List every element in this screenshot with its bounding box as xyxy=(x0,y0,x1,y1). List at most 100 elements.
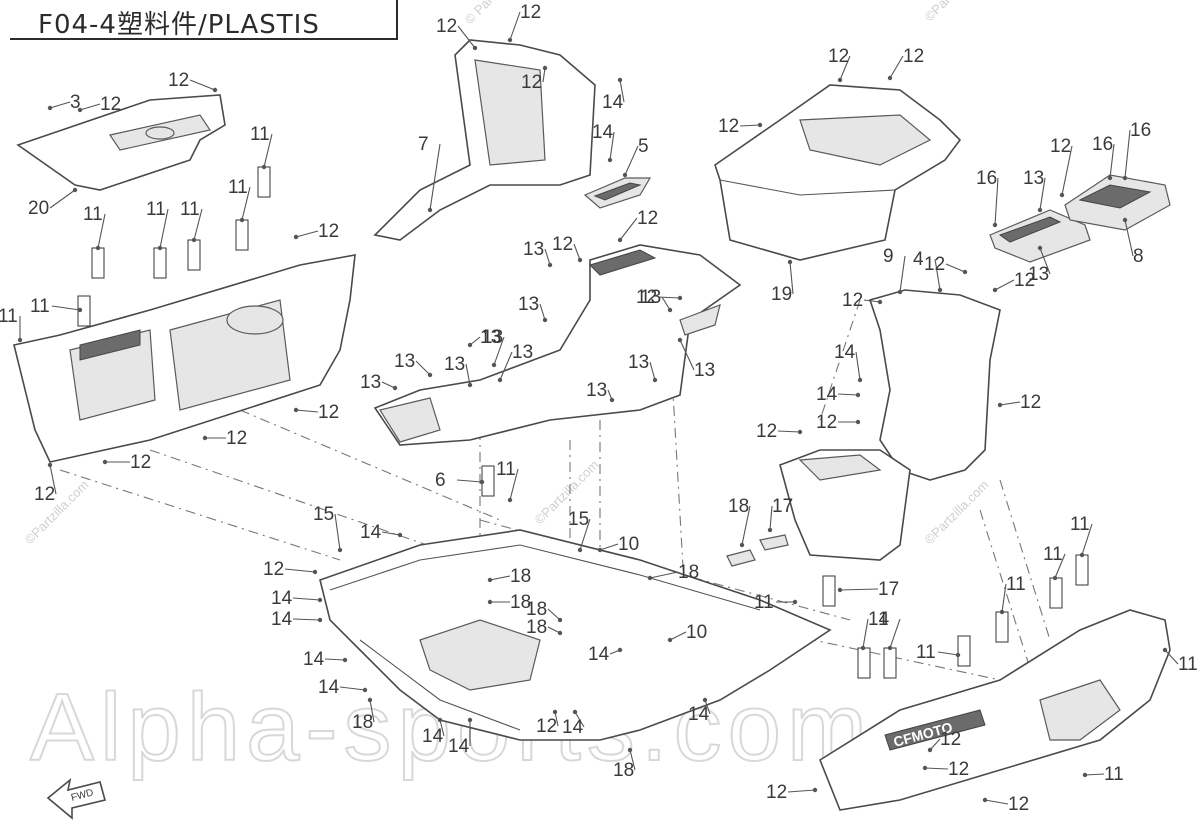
leader-line xyxy=(573,243,581,261)
leader-line xyxy=(855,351,861,381)
callout-8: 8 xyxy=(1133,246,1144,267)
callout-13: 13 xyxy=(628,352,649,373)
leader-line xyxy=(704,699,711,715)
bolt-marker xyxy=(609,397,615,403)
leader-line xyxy=(574,711,585,728)
callout-6: 6 xyxy=(435,470,446,491)
bolt-marker xyxy=(102,459,108,465)
bolt-marker xyxy=(157,245,163,251)
callout-12: 12 xyxy=(521,72,542,93)
callout-10: 10 xyxy=(618,534,639,555)
bolt-marker xyxy=(647,575,653,581)
callout-12: 12 xyxy=(226,428,247,449)
bolt-marker xyxy=(557,630,563,636)
bolt-marker xyxy=(72,187,78,193)
bolt-marker xyxy=(617,647,623,653)
leader-line xyxy=(929,738,941,751)
callout-18: 18 xyxy=(613,760,634,781)
leader-line xyxy=(295,230,319,238)
leader-line xyxy=(769,505,773,531)
bolt-marker xyxy=(992,287,998,293)
callout-11: 11 xyxy=(496,459,516,480)
leader-line xyxy=(889,618,901,649)
callout-14: 14 xyxy=(588,644,610,665)
leader-line xyxy=(619,217,638,241)
leader-line xyxy=(241,186,251,221)
bolt-marker xyxy=(1037,207,1043,213)
bolt-marker xyxy=(47,462,53,468)
callout-9: 9 xyxy=(883,246,894,267)
callout-18: 18 xyxy=(352,712,373,733)
bolt-marker xyxy=(397,532,403,538)
leader-line xyxy=(429,143,441,211)
callout-17: 17 xyxy=(878,579,899,600)
bolt-marker xyxy=(1162,647,1168,653)
leader-line xyxy=(1164,649,1179,665)
bolt-marker xyxy=(293,234,299,240)
callout-3: 3 xyxy=(70,92,81,113)
callout-12: 12 xyxy=(1050,136,1071,157)
leader-line xyxy=(789,261,794,295)
callout-13: 13 xyxy=(512,342,533,363)
callout-13: 13 xyxy=(586,380,607,401)
bolt-marker xyxy=(812,787,818,793)
bolt-marker xyxy=(787,259,793,265)
callout-16: 16 xyxy=(976,168,997,189)
callout-18: 18 xyxy=(526,617,547,638)
callout-13: 13 xyxy=(1023,168,1044,189)
callout-11: 11 xyxy=(1043,544,1063,565)
watermark-corner-4: ©Partzilla.com xyxy=(532,457,602,527)
leader-line xyxy=(1084,773,1105,776)
bolt-marker xyxy=(677,295,683,301)
bolt-marker xyxy=(392,385,398,391)
bolt-marker xyxy=(491,362,497,368)
callout-13: 13 xyxy=(694,360,715,381)
bolt-marker xyxy=(897,289,903,295)
leader-line xyxy=(493,336,505,366)
bolt-marker xyxy=(497,377,503,383)
callout-13: 13 xyxy=(518,294,539,315)
bolt-marker xyxy=(627,747,633,753)
callout-14: 14 xyxy=(448,736,470,757)
bolt-marker xyxy=(487,577,493,583)
leader-line xyxy=(292,618,321,621)
callout-11: 11 xyxy=(916,642,936,663)
bolt-marker xyxy=(472,45,478,51)
leader-line xyxy=(439,719,445,737)
callout-12: 12 xyxy=(948,759,969,780)
callout-12: 12 xyxy=(1020,392,1041,413)
callout-14: 14 xyxy=(562,717,584,738)
leader-line xyxy=(79,103,101,111)
callout-12: 12 xyxy=(130,452,151,473)
callout-13: 13 xyxy=(1028,264,1049,285)
leader-line xyxy=(1054,553,1066,579)
leader-line xyxy=(554,711,559,727)
callout-14: 14 xyxy=(834,342,856,363)
leader-line xyxy=(679,339,695,371)
leader-line xyxy=(1001,583,1007,613)
leader-line xyxy=(649,571,679,579)
leader-line xyxy=(1039,247,1051,275)
fwd-arrow-icon: FWD xyxy=(46,777,106,820)
leader-line xyxy=(97,213,106,249)
callout-14: 14 xyxy=(303,649,325,670)
bolt-marker xyxy=(860,645,866,651)
leader-line xyxy=(863,299,881,303)
callout-18: 18 xyxy=(728,496,749,517)
leader-line xyxy=(1124,219,1134,257)
leader-line xyxy=(547,626,561,634)
bolt-marker xyxy=(312,569,318,575)
bolt-marker xyxy=(427,207,433,213)
bolt-marker xyxy=(317,617,323,623)
callout-14: 14 xyxy=(318,677,340,698)
bolt-marker xyxy=(677,337,683,343)
callout-12: 12 xyxy=(436,16,457,37)
leader-line xyxy=(415,360,431,376)
leader-line xyxy=(937,651,959,656)
callout-12: 12 xyxy=(828,46,849,67)
bolt-marker xyxy=(997,402,1003,408)
leader-line xyxy=(381,531,401,536)
bolt-marker xyxy=(767,527,773,533)
callout-18: 18 xyxy=(526,599,547,620)
leader-line xyxy=(339,686,366,691)
